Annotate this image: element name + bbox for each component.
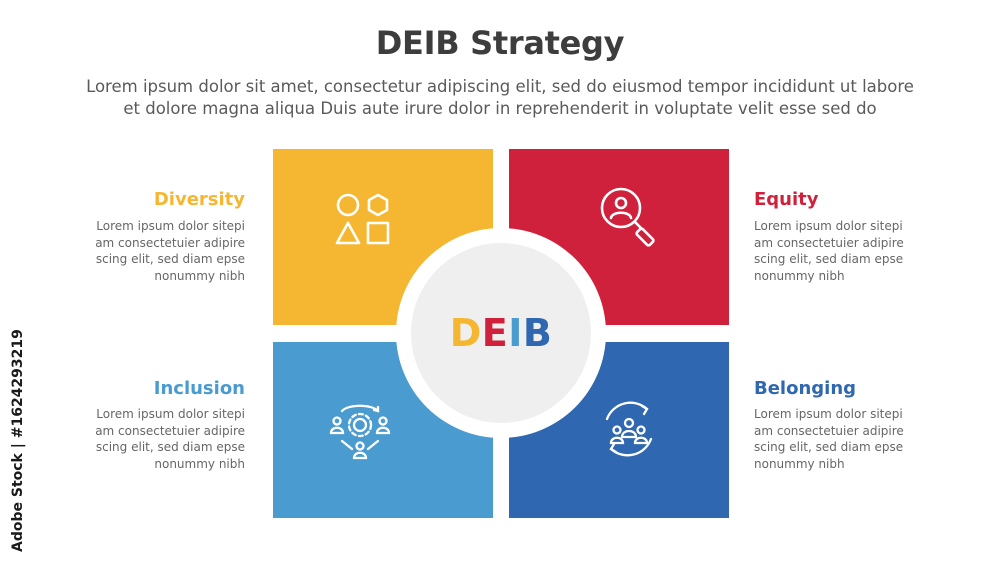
shapes-icon (335, 193, 390, 245)
page-title: DEIB Strategy (375, 24, 625, 62)
equity-description: Lorem ipsum dolor sitepi am consectetuie… (754, 219, 904, 283)
subtitle: Lorem ipsum dolor sit amet, consectetur … (40, 76, 960, 120)
equity-label: Equity (754, 189, 819, 210)
acronym-letter-b: B (522, 311, 553, 355)
diversity-label: Diversity (153, 189, 245, 210)
belonging-description: Lorem ipsum dolor sitepi am consectetuie… (754, 407, 904, 471)
diversity-description: Lorem ipsum dolor sitepi am consectetuie… (95, 219, 245, 283)
subtitle-line-2: et dolore magna aliqua Duis aute irure d… (123, 99, 877, 118)
person-magnifier-icon (600, 187, 655, 247)
belonging-label: Belonging (754, 378, 857, 399)
group-cycle-icon (605, 401, 653, 457)
acronym-letter-i: I (508, 311, 523, 355)
acronym-letter-d: D (449, 311, 482, 355)
inclusion-label: Inclusion (153, 378, 245, 399)
center-circle (411, 243, 591, 423)
acronym-letter-e: E (481, 311, 509, 355)
center-acronym: D E I B (411, 243, 591, 423)
people-gear-cycle-icon (329, 404, 391, 460)
subtitle-line-1: Lorem ipsum dolor sit amet, consectetur … (86, 77, 914, 96)
inclusion-description: Lorem ipsum dolor sitepi am consectetuie… (95, 407, 245, 471)
stock-id-label: Adobe Stock | #1624293219 (10, 329, 26, 552)
